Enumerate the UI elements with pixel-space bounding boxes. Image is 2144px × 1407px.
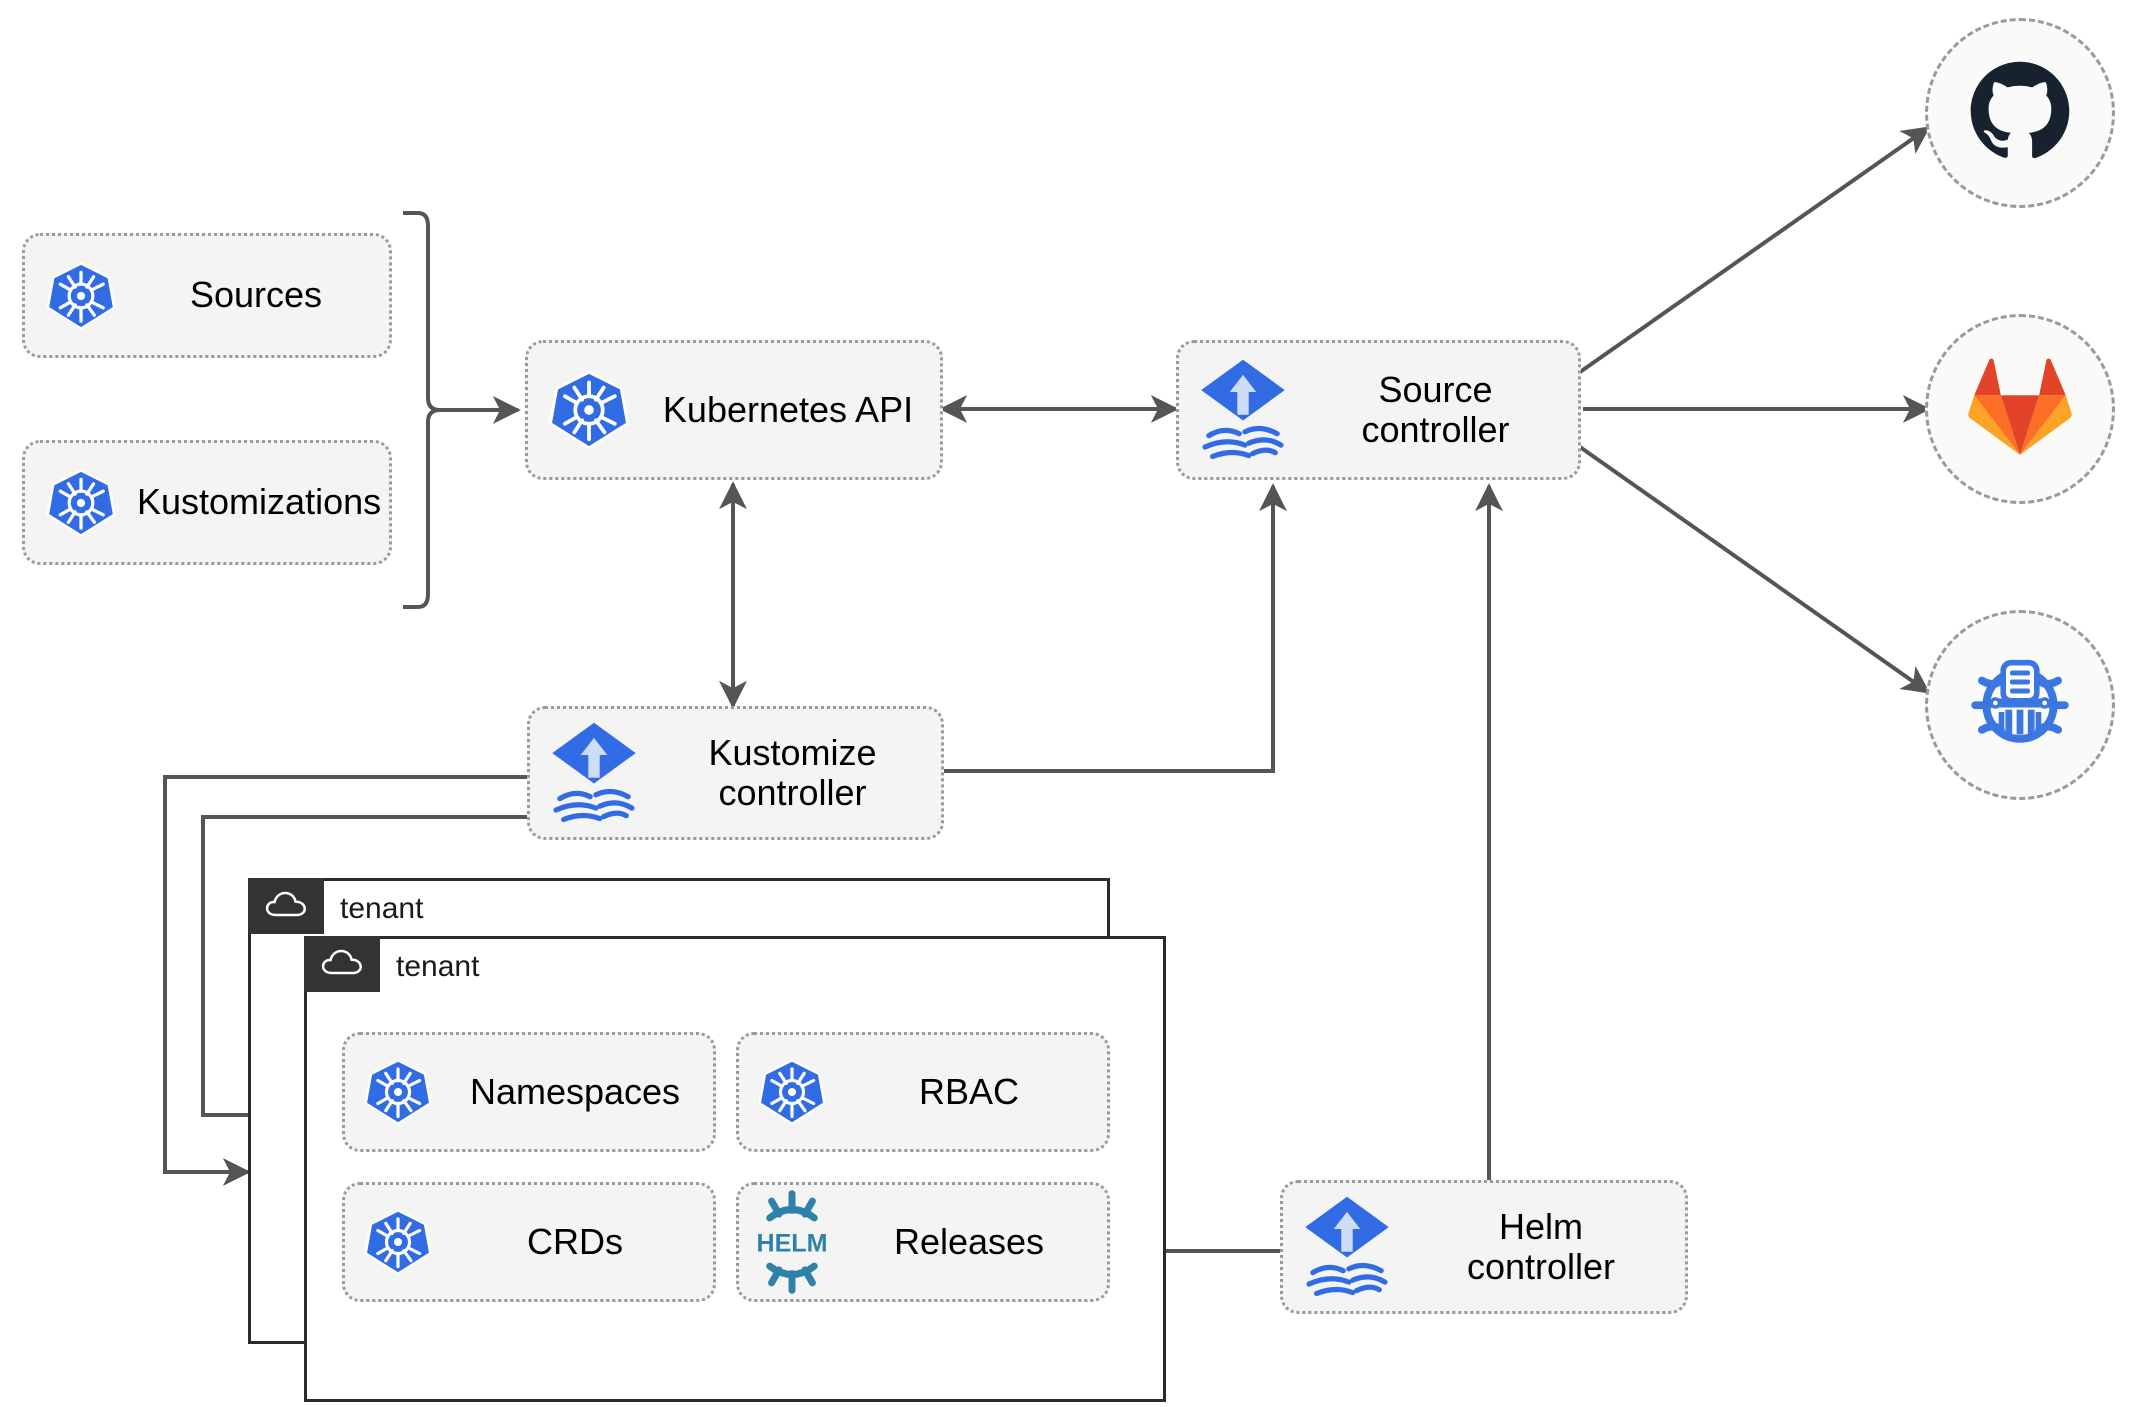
tenant-tab-back — [248, 878, 324, 934]
flux-icon — [530, 717, 658, 829]
edge-source-controller-to-helm-repository — [1578, 445, 1931, 694]
flux-icon — [1179, 354, 1307, 466]
edge-kustomize-to-tenant-front — [201, 815, 530, 1129]
external-source-github[interactable] — [1925, 18, 2115, 208]
tenant-panel-front[interactable] — [304, 936, 1166, 1402]
kubernetes-icon — [25, 465, 137, 541]
resource-rbac[interactable]: RBAC — [736, 1032, 1110, 1152]
node-label: Kustomizations — [137, 481, 382, 523]
external-source-gitlab[interactable] — [1925, 314, 2115, 504]
edge-source-controller-to-github — [1578, 126, 1931, 374]
node-kustomize-controller[interactable]: Kustomize controller — [527, 706, 944, 840]
sources-group-brace — [403, 211, 441, 609]
node-label: CRDs — [527, 1220, 623, 1262]
resource-crds[interactable]: CRDs — [342, 1182, 716, 1302]
resource-namespaces[interactable]: Namespaces — [342, 1032, 716, 1152]
node-label: RBAC — [918, 1070, 1020, 1112]
resource-releases[interactable]: HELM Releases — [736, 1182, 1110, 1302]
helm-wordmark: HELM — [756, 1229, 827, 1257]
edge-kustomize-to-source-controller — [944, 483, 1287, 773]
node-label: Source controller — [1361, 368, 1510, 450]
node-kubernetes-api[interactable]: Kubernetes API — [525, 340, 943, 480]
flux-icon — [1283, 1191, 1411, 1303]
kubernetes-icon — [345, 1205, 451, 1279]
kubernetes-icon — [345, 1055, 451, 1129]
node-helm-controller[interactable]: Helm controller — [1280, 1180, 1688, 1314]
cloud-icon — [320, 947, 364, 982]
node-label: Kustomize controller — [708, 731, 877, 813]
edge-kustomize-to-tenant-back — [163, 775, 530, 1186]
node-sources[interactable]: Sources — [22, 233, 392, 358]
tenant-title-front: tenant — [396, 950, 480, 983]
github-icon — [1964, 55, 2076, 172]
kubernetes-icon — [25, 258, 137, 334]
tenant-tab-front — [304, 936, 380, 992]
node-label: Kubernetes API — [662, 388, 914, 430]
node-label: Namespaces — [469, 1070, 681, 1112]
node-kustomizations[interactable]: Kustomizations — [22, 440, 392, 565]
helm-repository-icon — [1964, 647, 2076, 764]
node-source-controller[interactable]: Source controller — [1176, 340, 1581, 480]
helm-icon: HELM — [739, 1190, 845, 1294]
gitlab-icon — [1966, 357, 2074, 462]
kubernetes-icon — [739, 1055, 845, 1129]
node-label: Sources — [189, 274, 323, 316]
cloud-icon — [264, 889, 308, 924]
tenant-title-back: tenant — [340, 892, 424, 925]
kubernetes-icon — [528, 366, 650, 454]
node-label: Releases — [893, 1220, 1045, 1262]
external-source-helm-repository[interactable] — [1925, 610, 2115, 800]
node-label: Helm controller — [1466, 1205, 1616, 1287]
